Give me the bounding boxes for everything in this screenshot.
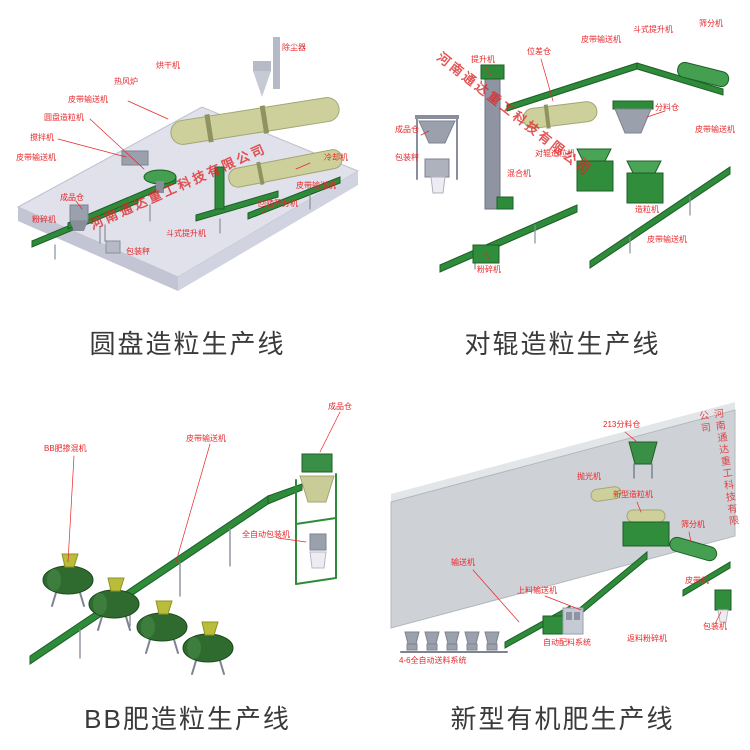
leader-lines <box>67 411 341 563</box>
caption-disc-line: 圆盘造粒生产线 <box>89 329 286 359</box>
equipment-label: 新型造粒机 <box>613 490 653 499</box>
cooler-drum <box>228 149 343 188</box>
distribution-hopper <box>612 100 654 134</box>
dryer-drum <box>170 97 340 145</box>
equipment-label: 粉碎机 <box>477 265 501 274</box>
equipment-label: 提升机 <box>471 55 495 64</box>
equipment-label: 成品仓 <box>395 125 419 134</box>
equipment-label: 成品仓 <box>328 402 352 411</box>
leader-lines <box>57 100 311 214</box>
distribution-silo <box>628 441 658 479</box>
equipment-label: 除尘器 <box>282 43 306 52</box>
equipment-label: 位差仓 <box>527 47 551 56</box>
equipment-label: 斗式提升机 <box>633 25 673 34</box>
equipment-label: 包装秤 <box>395 153 419 162</box>
equipment-label: 全自动包装机 <box>242 530 290 539</box>
equipment-label: 筛分机 <box>681 520 705 529</box>
control-cabinet <box>562 607 584 635</box>
equipment-label: 皮带输送机 <box>68 95 108 104</box>
product-card-bb: BB肥掺混机 皮带输送机 成品仓 全自动包装机 BB肥造粒生产线 <box>0 375 375 750</box>
roller-line-illustration <box>415 58 731 273</box>
equipment-label: BB肥掺混机 <box>44 444 87 453</box>
equipment-label: 皮带输送机 <box>186 434 226 443</box>
equipment-label: 皮带输送机 <box>296 181 336 190</box>
incline-conveyor <box>29 483 303 665</box>
polisher <box>590 486 622 502</box>
packing-station <box>295 453 337 585</box>
equipment-label: 包装机 <box>703 622 727 631</box>
disc-line-illustration <box>16 37 360 291</box>
equipment-label: 对辊造粒机 <box>535 149 575 158</box>
equipment-label: 烘干机 <box>156 61 180 70</box>
equipment-label: 皮带输送机 <box>16 153 56 162</box>
product-card-disc: 河南通达重工科技有限公司 除尘器 烘干机 热风炉 皮带输送机 圆盘造粒机 搅拌机… <box>0 0 375 375</box>
equipment-label: 分料仓 <box>655 103 679 112</box>
equipment-label: 皮带输送机 <box>581 35 621 44</box>
crusher <box>472 244 500 264</box>
disc-line-image: 河南通达重工科技有限公司 除尘器 烘干机 热风炉 皮带输送机 圆盘造粒机 搅拌机… <box>10 8 365 310</box>
conveyor-legs <box>54 194 311 260</box>
bb-line-illustration <box>29 411 341 675</box>
bucket-elevator <box>480 64 514 210</box>
packer <box>714 589 732 623</box>
caption-roller-line: 对辊造粒生产线 <box>464 329 661 359</box>
organic-line-illustration <box>390 402 736 653</box>
dust-collector <box>253 37 280 97</box>
screen-machine <box>669 536 718 562</box>
roller-line-image: 河南通达重工科技有限公司 提升机 位差仓 皮带输送机 斗式提升机 筛分机 分料仓… <box>385 8 740 310</box>
equipment-label: 粉碎机 <box>32 215 56 224</box>
equipment-label: 成品仓 <box>60 193 84 202</box>
equipment-label: 213分料仓 <box>603 420 641 429</box>
granulator <box>622 509 670 547</box>
equipment-label: 搅拌机 <box>30 133 54 142</box>
roller-granulators <box>576 148 664 204</box>
organic-line-image: 河南通达重工科技有限公司 213分料仓 输送机 上料输送机 新型造粒机 筛分机 … <box>385 383 740 685</box>
equipment-label: 皮带输送机 <box>647 235 687 244</box>
equipment-label: 筛分机 <box>699 19 723 28</box>
batching-feeders <box>400 631 508 653</box>
equipment-label: 斗式提升机 <box>166 229 206 238</box>
equipment-label: 抛光机 <box>577 472 601 481</box>
equipment-label: 圆盘造粒机 <box>44 113 84 122</box>
equipment-label: 输送机 <box>451 558 475 567</box>
platform <box>16 106 360 291</box>
equipment-label: 皮带输送机 <box>695 125 735 134</box>
product-card-roller: 河南通达重工科技有限公司 提升机 位差仓 皮带输送机 斗式提升机 筛分机 分料仓… <box>375 0 750 375</box>
caption-bb-line: BB肥造粒生产线 <box>84 704 291 734</box>
bb-mixers <box>42 553 234 675</box>
equipment-label: 4-6全自动送料系统 <box>399 656 467 665</box>
equipment-label: 返料粉碎机 <box>627 634 667 643</box>
finished-product-bin <box>415 115 459 194</box>
equipment-label: 皮带机 <box>685 576 709 585</box>
mixer-drum <box>522 101 598 129</box>
disc-granulator <box>143 169 177 193</box>
bb-line-image: BB肥掺混机 皮带输送机 成品仓 全自动包装机 <box>10 383 365 685</box>
equipment-label: 混合机 <box>507 169 531 178</box>
leader-lines <box>420 58 666 260</box>
equipment-label: 回转筛分机 <box>258 199 298 208</box>
trommel-screen <box>677 61 730 88</box>
caption-organic-line: 新型有机肥生产线 <box>450 704 675 734</box>
leader-lines <box>472 431 722 625</box>
equipment-label: 冷却机 <box>324 153 348 162</box>
equipment-label: 包装秤 <box>126 247 150 256</box>
equipment-label: 造粒机 <box>635 205 659 214</box>
product-card-organic: 河南通达重工科技有限公司 213分料仓 输送机 上料输送机 新型造粒机 筛分机 … <box>375 375 750 750</box>
equipment-label: 自动配料系统 <box>543 638 591 647</box>
equipment-label: 上料输送机 <box>517 586 557 595</box>
equipment-label: 热风炉 <box>114 77 138 86</box>
